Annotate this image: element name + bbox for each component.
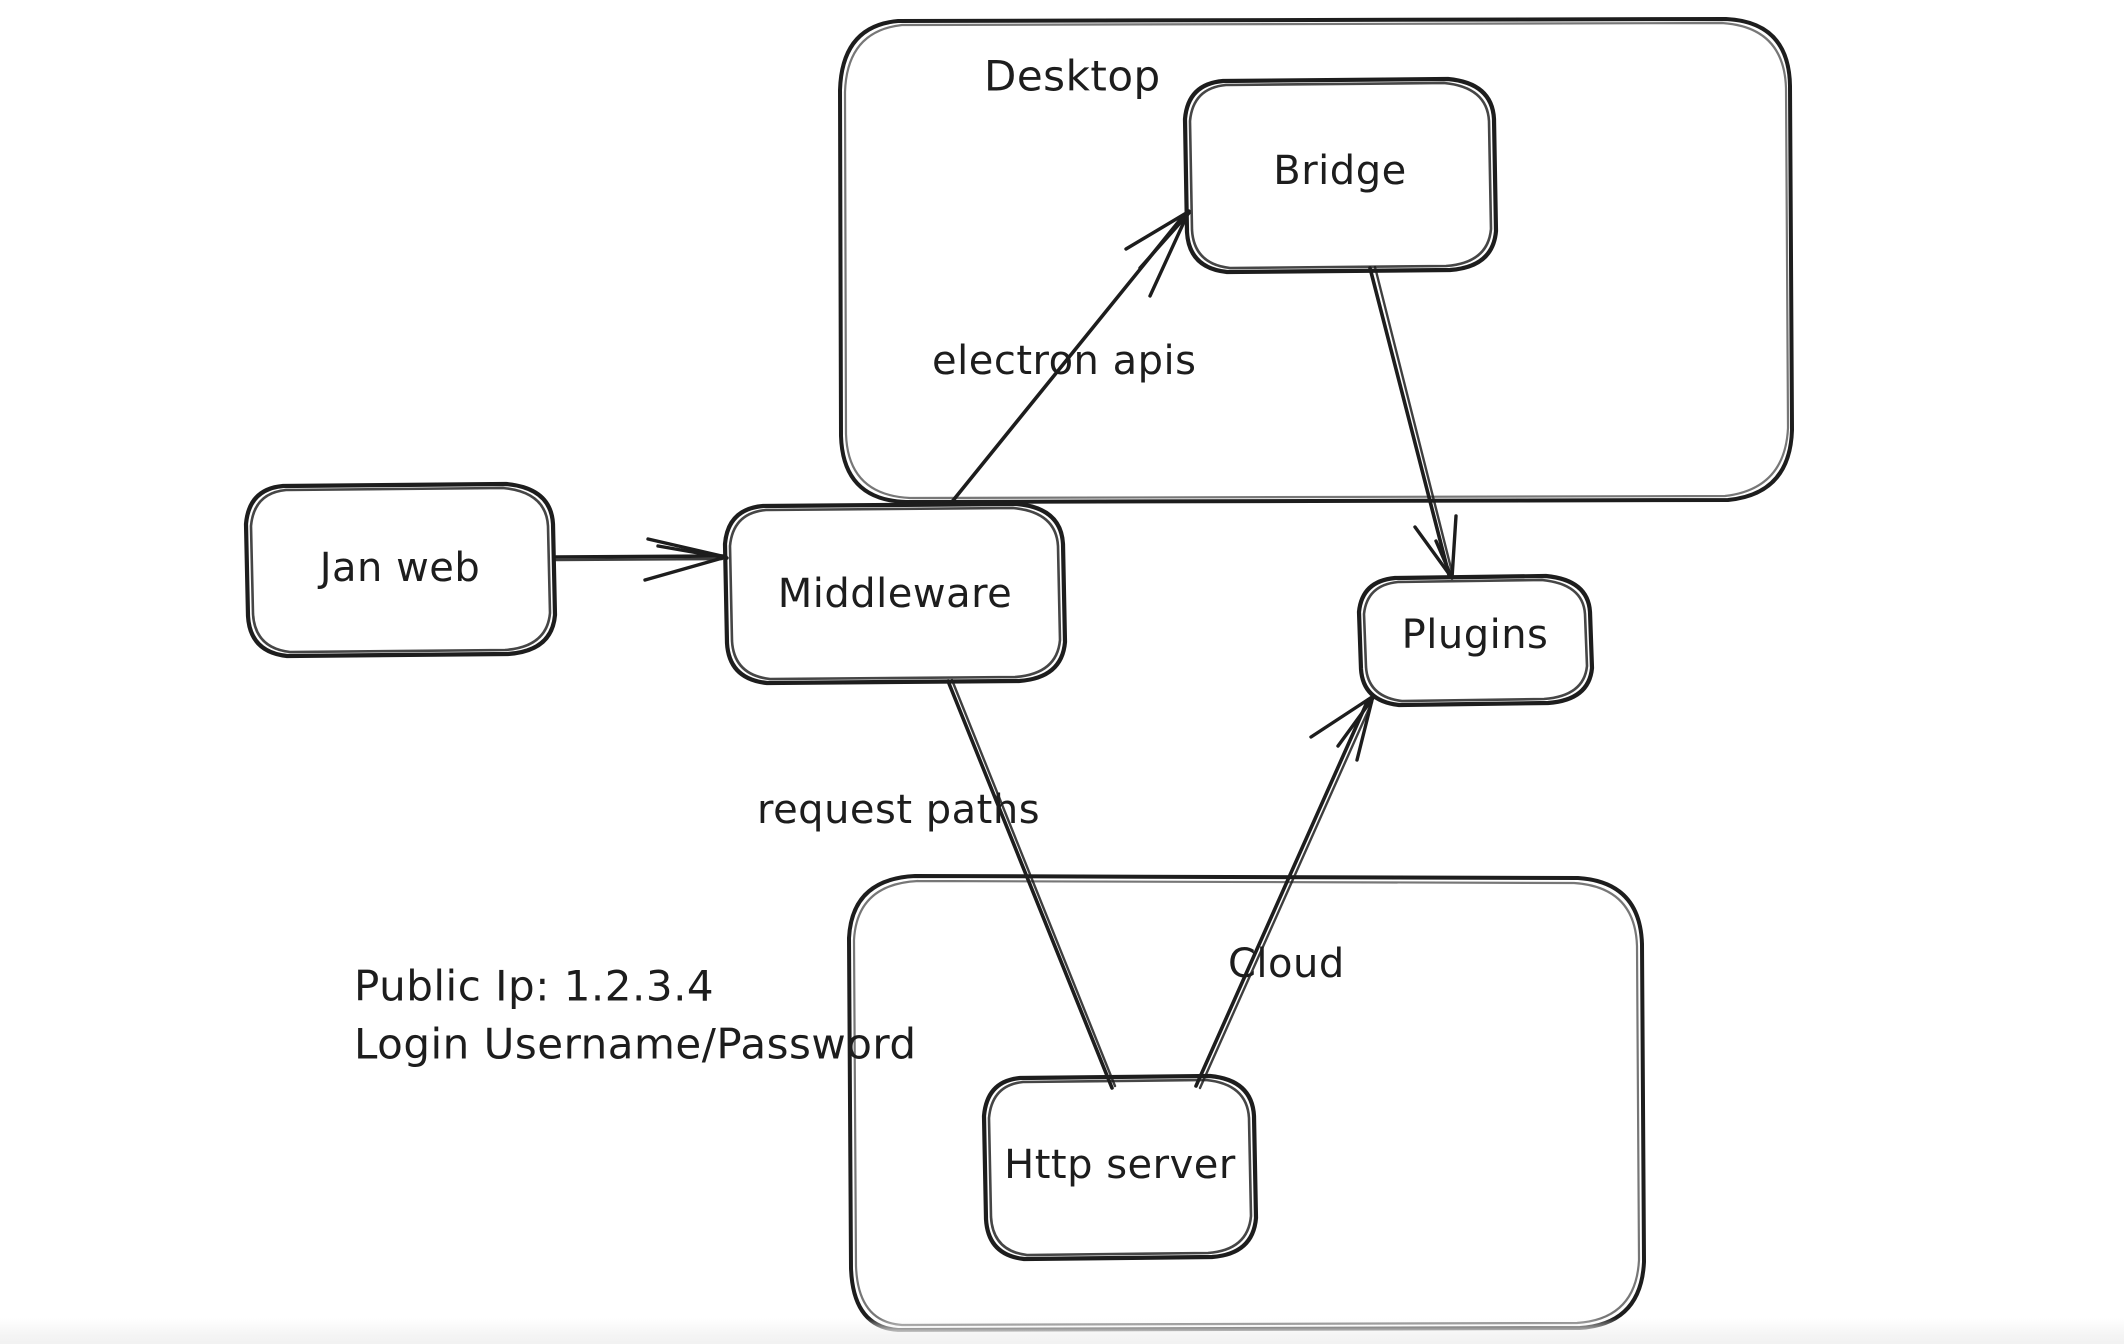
edge-label-request-paths: request paths xyxy=(757,787,1040,833)
node-label-plugins: Plugins xyxy=(1402,612,1549,658)
note-public-ip: Public Ip: 1.2.3.4 xyxy=(354,962,714,1011)
group-label-desktop: Desktop xyxy=(984,52,1161,101)
edge-label-electron-apis: electron apis xyxy=(932,338,1196,384)
edge-bridge-to-plugins xyxy=(1368,265,1458,580)
node-bridge[interactable]: Bridge xyxy=(1182,76,1499,275)
node-label-jan-web: Jan web xyxy=(317,545,481,591)
edge-middleware-to-bridge: electron apis xyxy=(932,209,1196,505)
node-plugins[interactable]: Plugins xyxy=(1356,573,1595,708)
node-middleware[interactable]: Middleware xyxy=(722,501,1068,686)
notes-block: Public Ip: 1.2.3.4 Login Username/Passwo… xyxy=(354,962,917,1069)
edge-http-server-to-plugins: Cloud xyxy=(1194,694,1375,1090)
note-login-credentials: Login Username/Password xyxy=(354,1020,917,1069)
node-label-http-server: Http server xyxy=(1004,1142,1236,1188)
node-label-middleware: Middleware xyxy=(778,571,1013,617)
edge-middleware-to-http-server: request paths xyxy=(757,678,1117,1090)
node-http-server[interactable]: Http server xyxy=(981,1073,1259,1262)
edge-janweb-to-middleware xyxy=(554,537,729,582)
node-jan-web[interactable]: Jan web xyxy=(243,481,558,659)
group-desktop: Desktop xyxy=(838,17,1794,504)
node-label-bridge: Bridge xyxy=(1273,148,1406,194)
edge-label-cloud: Cloud xyxy=(1228,941,1345,987)
